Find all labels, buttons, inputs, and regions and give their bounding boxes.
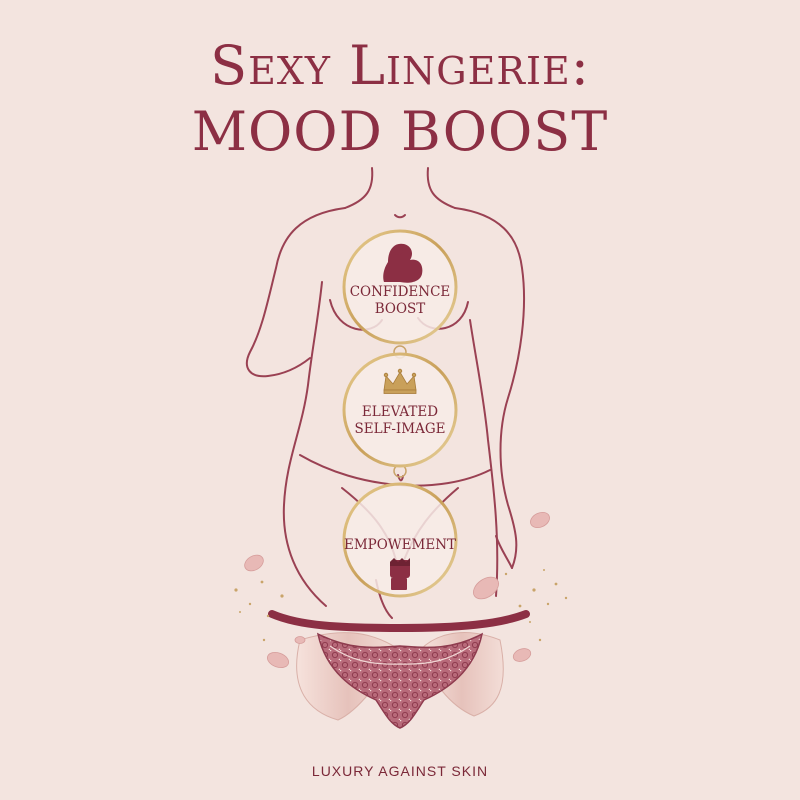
badge-confidence-boost	[342, 229, 458, 345]
gold-sparkles	[234, 569, 568, 642]
flexed-arm-icon	[383, 243, 423, 283]
badge-elevated-self-image	[342, 352, 458, 468]
rose-petals	[244, 511, 550, 668]
badge-label-line-1: CONFIDENCE	[349, 284, 451, 300]
badge-empowerment	[342, 482, 458, 598]
badge-label-elevated: ELEVATED SELF-IMAGE	[348, 404, 452, 438]
badge-label-line-2: SELF-IMAGE	[354, 421, 446, 437]
badge-label-line-2: BOOST	[374, 301, 426, 317]
page-title-line-1: Sexy Lingerie:	[210, 34, 590, 97]
badge-label-line-1: ELEVATED	[361, 404, 439, 420]
raised-fist-icon	[390, 558, 410, 590]
footer-tagline: LUXURY AGAINST SKIN	[311, 763, 489, 779]
badge-label-empowerment: EMPOWEMENT	[342, 537, 458, 554]
crown-icon	[383, 368, 417, 394]
lingerie-illustration	[268, 610, 530, 729]
badge-label-confidence: CONFIDENCE BOOST	[348, 284, 452, 318]
page-title-line-2: MOOD BOOST	[191, 100, 609, 163]
badge-label-line-1: EMPOWEMENT	[343, 537, 457, 553]
